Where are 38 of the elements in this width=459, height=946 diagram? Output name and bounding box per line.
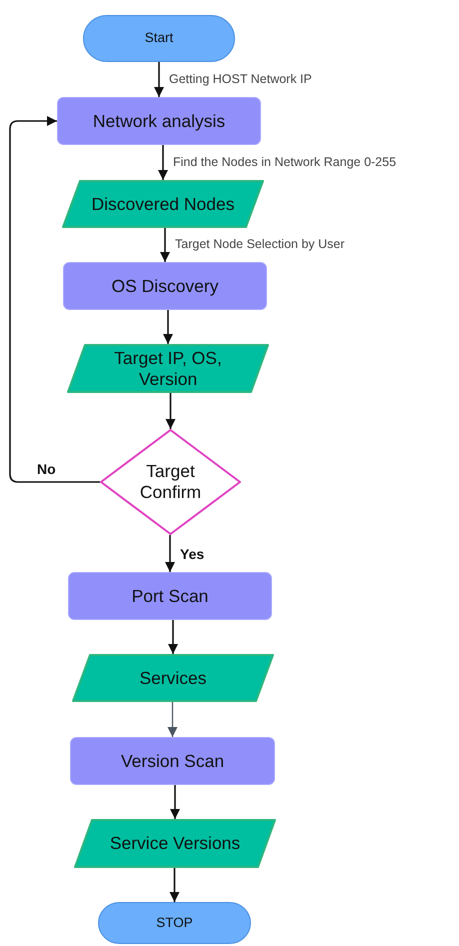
node-label: Services [139, 668, 207, 688]
node-label: OS Discovery [112, 276, 218, 296]
node-label: STOP [156, 914, 193, 932]
arrow [168, 702, 178, 737]
arrow [166, 393, 176, 429]
edge-label: Yes [180, 546, 204, 560]
arrow [170, 785, 180, 819]
edge-label: Getting HOST Network IP [169, 72, 312, 85]
node-label: Target IP, OS, Version [113, 348, 223, 390]
arrow [165, 535, 175, 572]
arrow [163, 310, 173, 344]
edge-label: No [37, 462, 56, 476]
data-parallelogram [72, 654, 274, 702]
decision-diamond [100, 429, 241, 535]
process-box [63, 262, 267, 310]
terminal-shape [98, 902, 251, 944]
node-label: Discovered Nodes [92, 194, 234, 214]
process-box [68, 572, 272, 620]
node-label: Port Scan [132, 586, 208, 606]
arrow [154, 62, 164, 97]
data-parallelogram [62, 180, 264, 228]
node-label: Start [144, 30, 174, 47]
process-box [57, 97, 261, 145]
node-label: Version Scan [120, 750, 224, 772]
terminal-shape [83, 15, 235, 62]
data-parallelogram [67, 344, 269, 393]
edge-label: Target Node Selection by User [175, 238, 345, 250]
arrow [168, 620, 178, 654]
node-label: Target Confirm [138, 461, 202, 503]
process-box [70, 737, 275, 785]
arrow [9, 116, 100, 483]
edge-label: Find the Nodes in Network Range 0-255 [173, 156, 396, 168]
arrow [160, 228, 170, 262]
arrow [158, 145, 168, 180]
data-parallelogram [74, 819, 276, 868]
arrow [170, 868, 180, 902]
node-label: Network analysis [92, 110, 226, 132]
node-label: Service Versions [110, 833, 240, 854]
